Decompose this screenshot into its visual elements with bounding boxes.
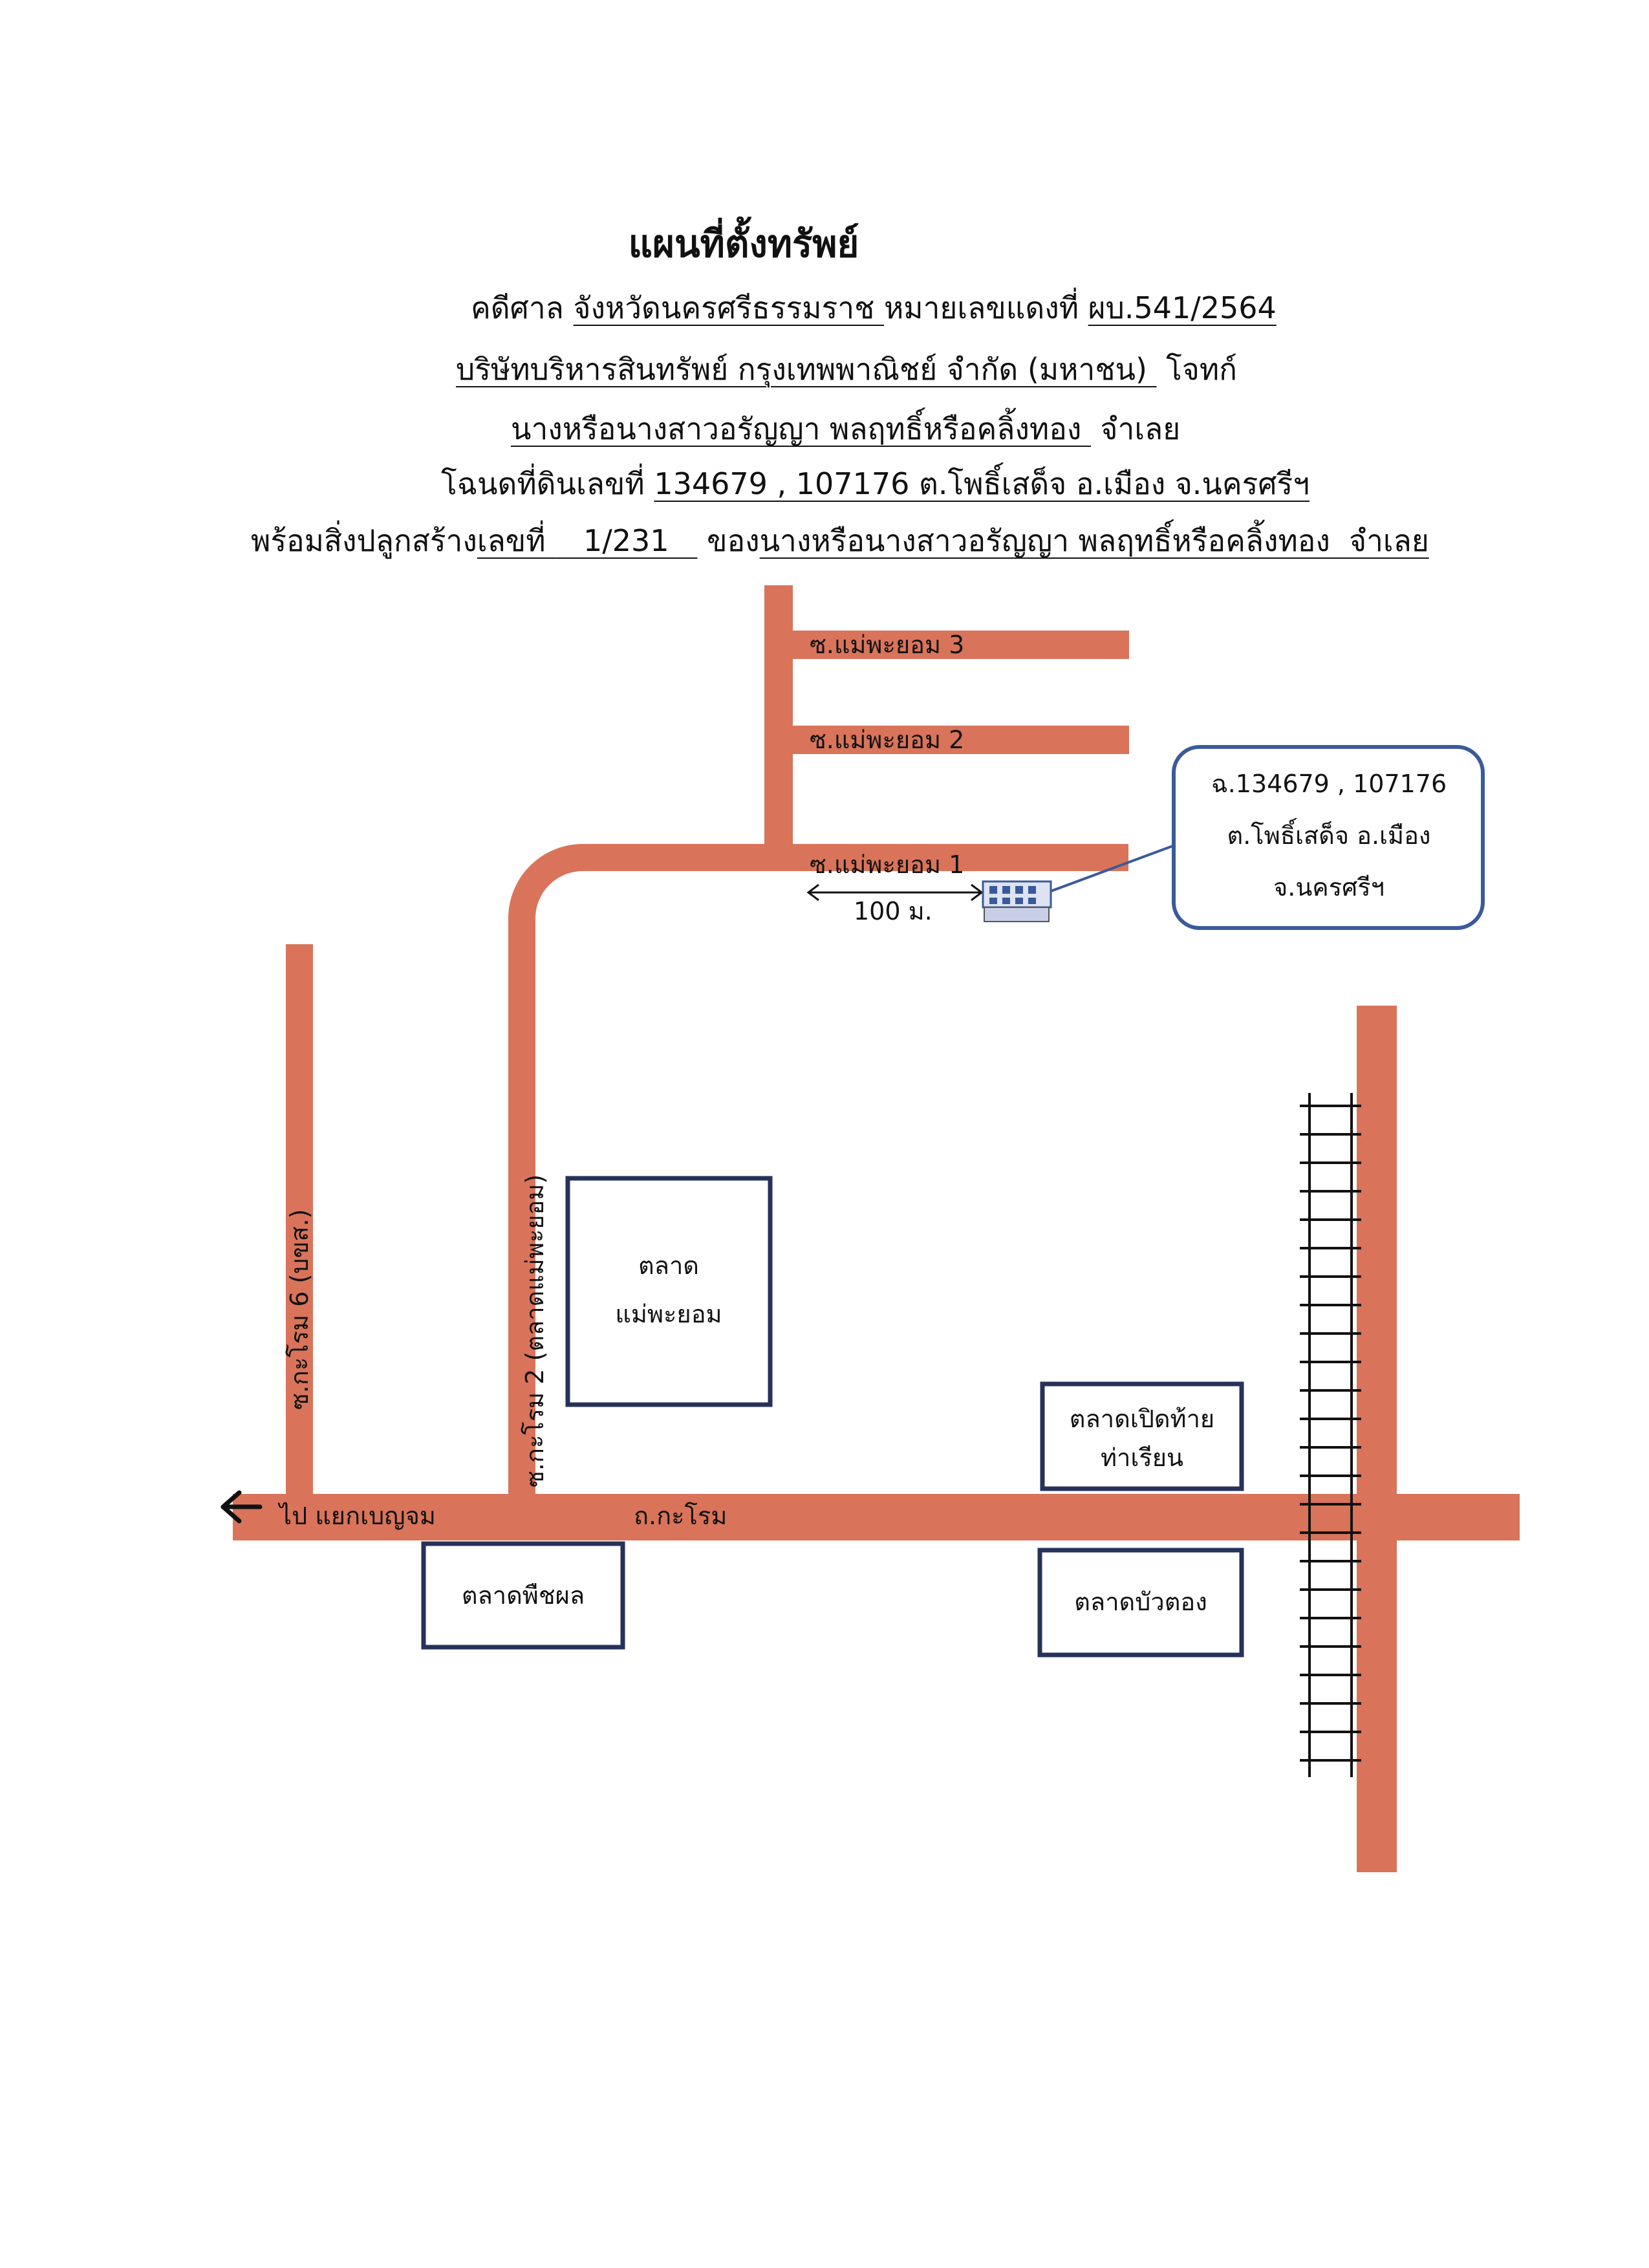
label-soi-mae-phayom-2: ซ.แม่พะยอม 2 [810,726,964,754]
callout-subdistrict: ต.โพธิ์เสด็จ อ.เมือง [1227,817,1431,850]
house-number: 1/231 [555,523,698,558]
railway-ties [1300,1105,1361,1762]
owner-label: ของ [697,523,760,558]
label-soi-karom-6: ซ.กะโรม 6 (บขส.) [285,1209,314,1410]
header-line-creditor: บริษัทบริหารสินทรัพย์ กรุงเทพพาณิชย์ จำก… [456,346,1237,393]
soi-mae-phayom-3-road [793,631,1129,659]
building-label: เลขที่ [477,523,555,558]
header-line-court: คดีศาล จังหวัดนครศรีธรรมราช หมายเลขแดงที… [471,285,1277,332]
phuet-phon-market-label: ตลาดพืชผล [462,1581,585,1610]
mae-phayom-market-line1: ตลาด [638,1251,699,1280]
court-name: จังหวัดนครศรีธรรมราช [573,290,884,325]
header-line-debtor: นางหรือนางสาวอรัญญา พลฤทธิ์หรือคลิ้งทอง … [511,405,1180,453]
distance-label: 100 ม. [854,897,932,925]
building-icon [982,880,1052,922]
debtor-name: นางหรือนางสาวอรัญญา พลฤทธิ์หรือคลิ้งทอง [511,411,1091,446]
creditor-name: บริษัทบริหารสินทรัพย์ กรุงเทพพาณิชย์ จำก… [456,352,1157,387]
page-title: แผนที่ตั้งทรัพย์ [628,222,859,266]
deed-numbers: 134679 , 107176 ต.โพธิ์เสด็จ อ.เมือง จ.น… [654,466,1310,501]
tha-rian-market: ตลาดเปิดท้าย ท่าเรียน [1040,1381,1244,1491]
callout-province: จ.นครศรีฯ [1273,873,1385,902]
soi-mae-phayom-2-road [793,726,1129,754]
case-label: หมายเลขแดงที่ [883,290,1088,325]
case-number: ผบ.541/2564 [1088,290,1277,325]
upper-vertical-road [764,585,793,862]
soi-karom-2-road [508,844,1128,1497]
tha-rian-market-line1: ตลาดเปิดท้าย [1070,1405,1214,1433]
label-soi-mae-phayom-3: ซ.แม่พะยอม 3 [810,631,964,659]
property-callout: ฉ.134679 , 107176 ต.โพธิ์เสด็จ อ.เมือง จ… [1050,745,1485,930]
creditor-role: โจทก์ [1156,352,1238,387]
callout-deed-numbers: ฉ.134679 , 107176 [1211,770,1447,798]
bua-tong-market-label: ตลาดบัวตอง [1074,1588,1207,1616]
bua-tong-market: ตลาดบัวตอง [1037,1548,1244,1658]
right-vertical-road [1357,1006,1397,1872]
tha-rian-market-line2: ท่าเรียน [1101,1443,1183,1472]
railway [1308,1093,1353,1777]
label-soi-mae-phayom-1: ซ.แม่พะยอม 1 [810,850,964,879]
building-prefix: พร้อมสิ่งปลูกสร้าง [251,523,477,558]
label-to-benchom: ไป แยกเบญจม [277,1502,436,1530]
header-line-building: พร้อมสิ่งปลูกสร้างเลขที่ 1/231 ของนางหรื… [251,517,1429,565]
mae-phayom-market-line2: แม่พะยอม [615,1300,722,1328]
label-soi-karom-2: ซ.กะโรม 2 (ตลาดแม่พะยอม) [521,1174,549,1487]
arrow-left-icon [221,1490,263,1524]
court-prefix: คดีศาล [471,290,574,325]
header-line-deed: โฉนดที่ดินเลขที่ 134679 , 107176 ต.โพธิ์… [441,460,1310,508]
owner-name: นางหรือนางสาวอรัญญา พลฤทธิ์หรือคลิ้งทอง … [759,523,1429,558]
distance-arrow [806,883,984,902]
debtor-role: จำเลย [1090,411,1181,446]
label-karom-road: ถ.กะโรม [634,1502,727,1530]
mae-phayom-market: ตลาด แม่พะยอม [565,1176,773,1407]
phuet-phon-market: ตลาดพืชผล [421,1541,625,1650]
deed-prefix: โฉนดที่ดินเลขที่ [441,466,654,501]
soi-karom-6-road [286,944,313,1497]
